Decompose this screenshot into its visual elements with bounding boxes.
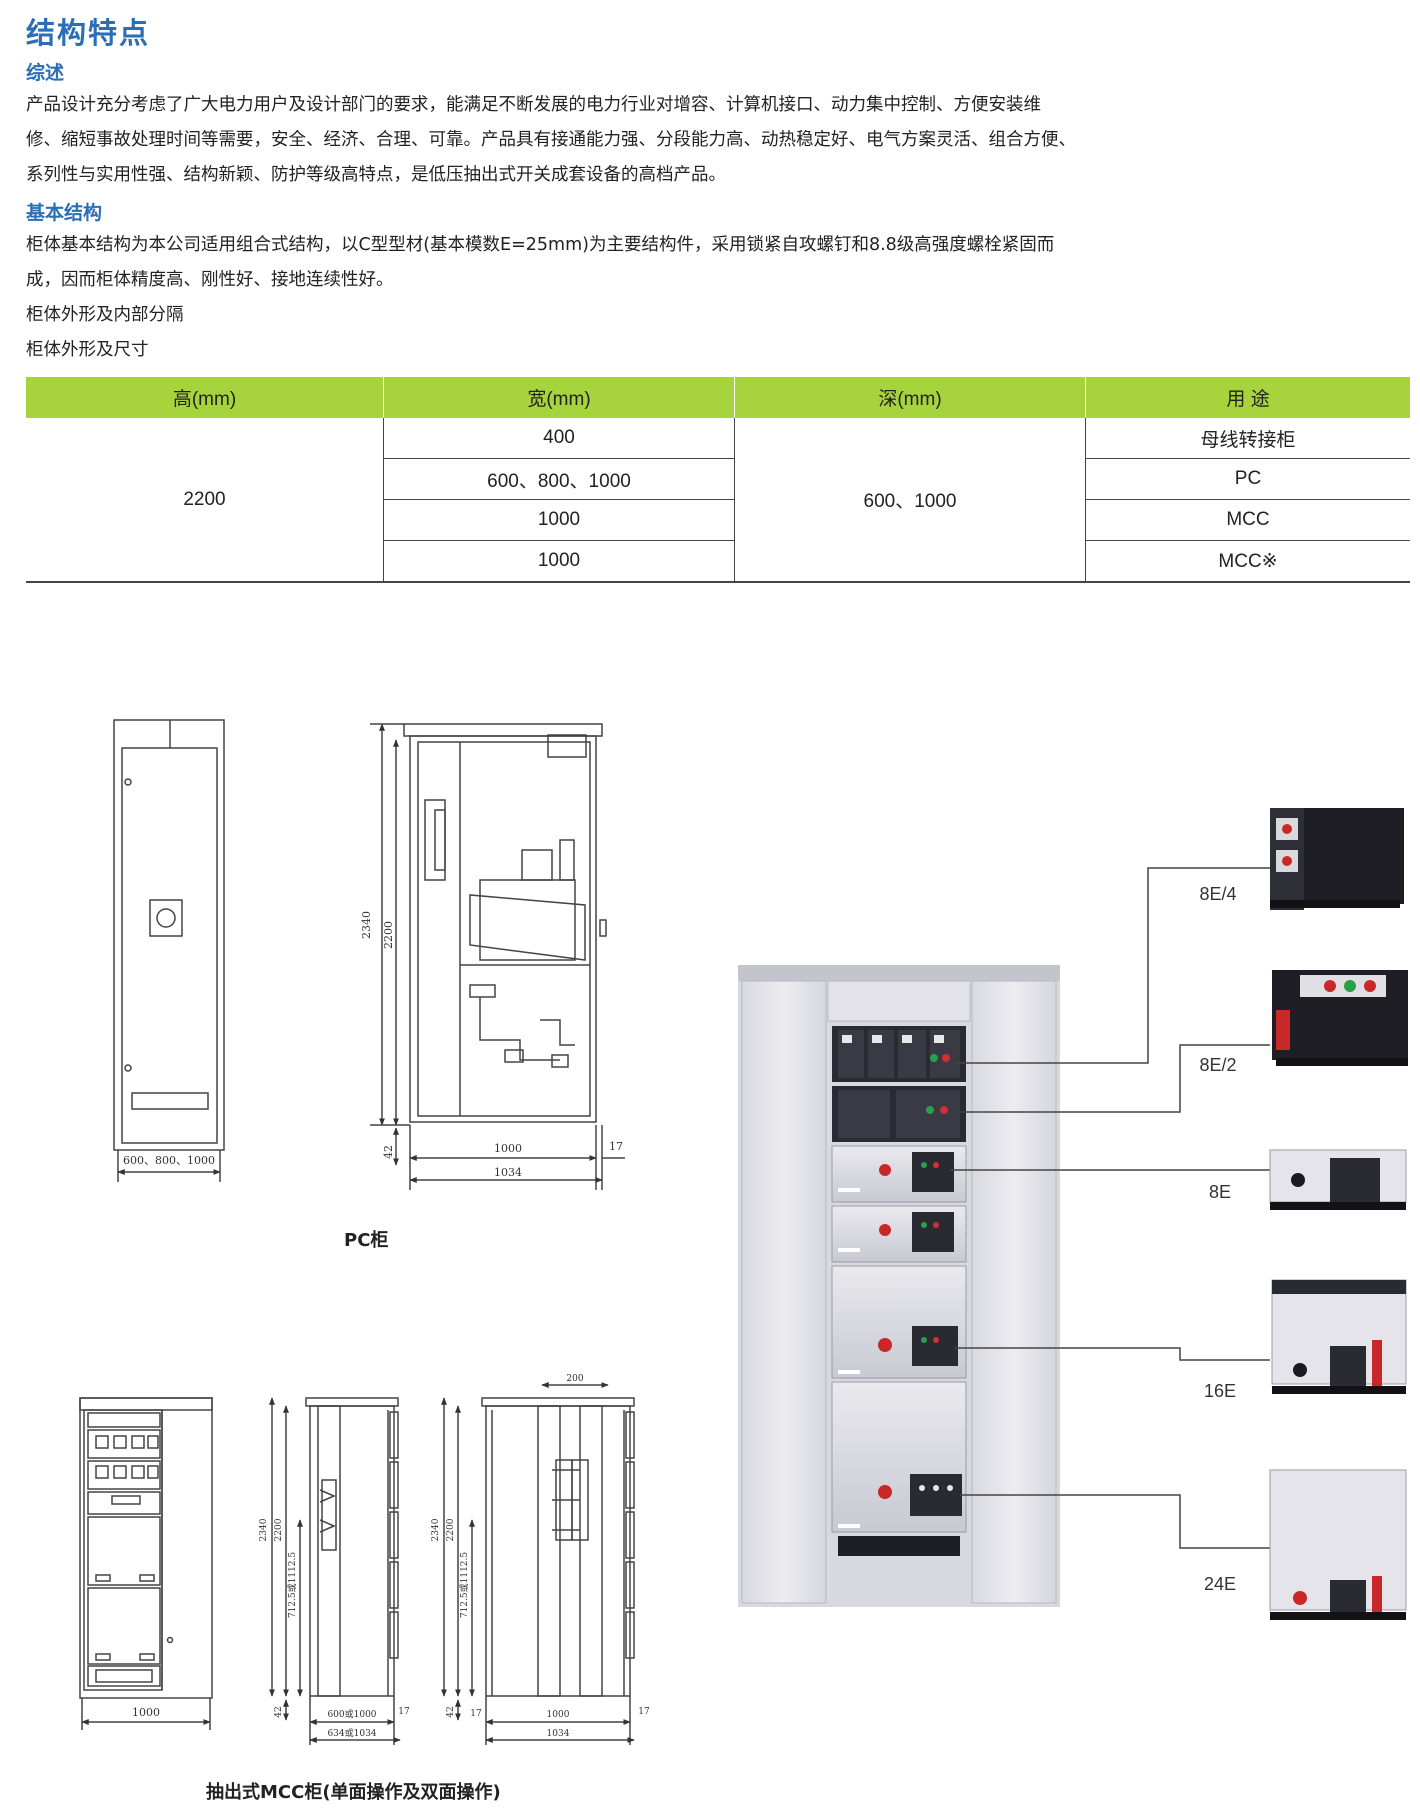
mcc-single-segment-label: 712.5或1112.5 bbox=[286, 1552, 298, 1619]
overview-paragraph: 产品设计充分考虑了广大电力用户及设计部门的要求，能满足不断发展的电力行业对增容、… bbox=[26, 88, 1076, 193]
module-label: 8E/2 bbox=[1199, 1055, 1236, 1075]
structure-line: 成，因而柜体精度高、刚性好、接地连续性好。 bbox=[26, 270, 394, 290]
cell-use: MCC※ bbox=[1085, 540, 1410, 583]
mcc-front-width-label: 1000 bbox=[132, 1706, 160, 1719]
mcc-single-side-label: 17 bbox=[398, 1707, 410, 1717]
mcc-double-segment-label: 712.5或1112.5 bbox=[458, 1552, 470, 1619]
header-depth: 深(mm) bbox=[734, 377, 1086, 418]
pc-front-view bbox=[113, 719, 225, 1182]
mcc-double-side-right-label: 17 bbox=[638, 1707, 650, 1717]
module-label: 24E bbox=[1204, 1574, 1236, 1594]
cell-height: 2200 bbox=[26, 418, 384, 583]
drawer-module-8e4 bbox=[1270, 808, 1404, 910]
table-row: 1000 MCC bbox=[26, 499, 1410, 541]
pc-side-offset-label: 17 bbox=[609, 1140, 623, 1153]
mcc-double-depth-total-label: 1034 bbox=[547, 1729, 570, 1739]
drawer-module-8e2 bbox=[1272, 970, 1408, 1066]
drawer-module-24e bbox=[1269, 1469, 1407, 1620]
cell-use: PC bbox=[1085, 458, 1410, 500]
pc-base-height-label: 42 bbox=[382, 1145, 395, 1159]
module-label: 8E bbox=[1209, 1182, 1231, 1202]
mcc-double-top-label: 200 bbox=[566, 1374, 583, 1384]
mcc-single-side-view bbox=[269, 1397, 401, 1745]
pc-height-total-label: 2340 bbox=[360, 911, 373, 939]
table-header-row: 高(mm) 宽(mm) 深(mm) 用 途 bbox=[26, 377, 1410, 418]
mcc-double-base-label: 42 bbox=[446, 1706, 456, 1717]
cell-use: 母线转接柜 bbox=[1085, 418, 1410, 459]
section-heading-overview: 综述 bbox=[26, 62, 65, 84]
overview-line: 修、缩短事故处理时间等需要，安全、经济、合理、可靠。产品具有接通能力强、分段能力… bbox=[26, 130, 1076, 150]
switchgear-cabinet-photo bbox=[738, 965, 1060, 1607]
cell-width: 1000 bbox=[383, 499, 735, 541]
cell-use: MCC bbox=[1085, 499, 1410, 541]
pc-height-inner-label: 2200 bbox=[382, 921, 395, 949]
structure-line: 柜体外形及尺寸 bbox=[26, 340, 149, 360]
mcc-single-height-total-label: 2340 bbox=[259, 1518, 269, 1541]
drawer-module-8e bbox=[1269, 1149, 1407, 1210]
module-label: 8E/4 bbox=[1199, 884, 1236, 904]
structure-paragraph: 柜体基本结构为本公司适用组合式结构，以C型型材(基本模数E=25mm)为主要结构… bbox=[26, 228, 1054, 368]
section-heading-structure: 基本结构 bbox=[26, 202, 103, 224]
header-use: 用 途 bbox=[1085, 377, 1410, 418]
mcc-front-view bbox=[79, 1397, 213, 1730]
table-row: 2200 400 600、1000 母线转接柜 bbox=[26, 418, 1410, 583]
overview-line: 产品设计充分考虑了广大电力用户及设计部门的要求，能满足不断发展的电力行业对增容、… bbox=[26, 95, 1041, 115]
table-row: 600、800、1000 PC bbox=[26, 458, 1410, 500]
mcc-double-height-total-label: 2340 bbox=[431, 1518, 441, 1541]
mcc-cabinet-caption: 抽出式MCC柜(单面操作及双面操作) bbox=[206, 1782, 501, 1803]
structure-line: 柜体外形及内部分隔 bbox=[26, 305, 184, 325]
pc-side-view bbox=[370, 723, 625, 1190]
dimensions-table: 高(mm) 宽(mm) 深(mm) 用 途 2200 400 600、1000 … bbox=[26, 377, 1410, 583]
mcc-double-side-left-label: 17 bbox=[470, 1709, 482, 1719]
header-height: 高(mm) bbox=[26, 377, 384, 418]
module-label: 16E bbox=[1204, 1381, 1236, 1401]
pc-depth-total-label: 1034 bbox=[494, 1166, 522, 1179]
drawer-module-16e bbox=[1271, 1279, 1407, 1394]
cell-width: 1000 bbox=[383, 540, 735, 583]
module-leader-lines bbox=[950, 867, 1270, 1549]
header-width: 宽(mm) bbox=[383, 377, 735, 418]
cell-depth: 600、1000 bbox=[734, 418, 1086, 583]
mcc-single-depth-total-label: 634或1034 bbox=[327, 1727, 376, 1739]
overview-line: 系列性与实用性强、结构新颖、防护等级高特点，是低压抽出式开关成套设备的高档产品。 bbox=[26, 165, 726, 185]
pc-cabinet-caption: PC柜 bbox=[344, 1230, 389, 1251]
mcc-double-side-view bbox=[441, 1382, 635, 1745]
mcc-single-base-label: 42 bbox=[274, 1706, 284, 1717]
mcc-double-height-inner-label: 2200 bbox=[446, 1518, 456, 1541]
page-title: 结构特点 bbox=[26, 16, 151, 50]
mcc-double-depth-inner-label: 1000 bbox=[547, 1710, 570, 1720]
mcc-single-height-inner-label: 2200 bbox=[274, 1518, 284, 1541]
table-row: 1000 MCC※ bbox=[26, 540, 1410, 583]
cell-width: 400 bbox=[383, 418, 735, 459]
structure-line: 柜体基本结构为本公司适用组合式结构，以C型型材(基本模数E=25mm)为主要结构… bbox=[26, 235, 1055, 255]
pc-depth-inner-label: 1000 bbox=[494, 1142, 522, 1155]
pc-front-width-label: 600、800、1000 bbox=[123, 1154, 215, 1167]
mcc-single-depth-inner-label: 600或1000 bbox=[327, 1708, 376, 1720]
cell-width: 600、800、1000 bbox=[383, 458, 735, 500]
